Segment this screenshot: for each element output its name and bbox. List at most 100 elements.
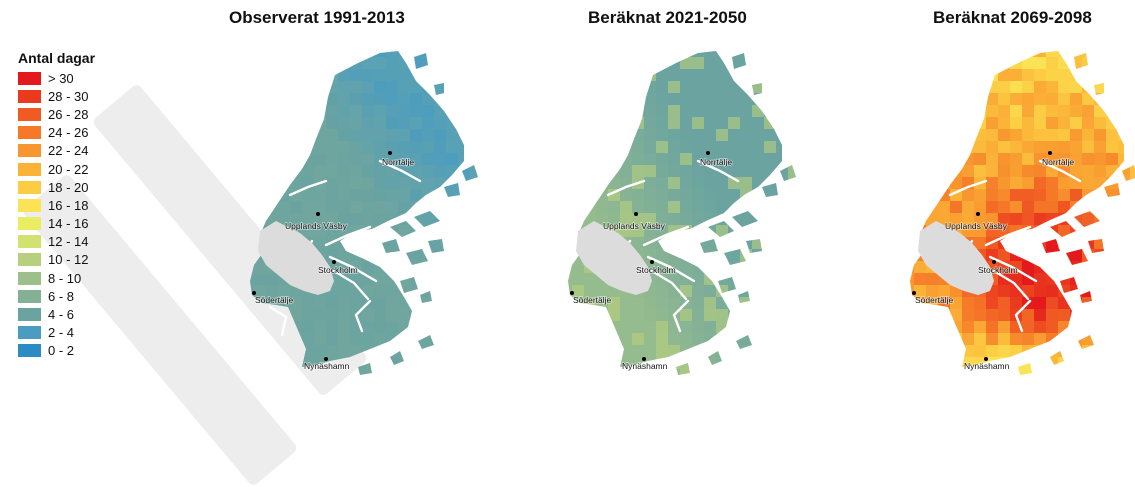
- grid-cell: [824, 129, 836, 141]
- grid-cell: [374, 69, 387, 82]
- grid-cell: [824, 237, 836, 249]
- water-channel: [672, 299, 690, 333]
- grid-cell: [890, 93, 902, 105]
- grid-cell: [656, 105, 669, 118]
- grid-cell: [728, 165, 741, 178]
- grid-cell: [434, 285, 447, 298]
- grid-cell: [470, 69, 478, 82]
- grid-cell: [910, 141, 915, 154]
- grid-cell: [1010, 357, 1023, 370]
- legend-item: 4 - 6: [18, 305, 95, 323]
- grid-cell: [1118, 357, 1131, 370]
- grid-cell: [1070, 141, 1083, 154]
- grid-cell: [998, 177, 1011, 190]
- grid-cell: [1118, 117, 1131, 130]
- grid-cell: [1058, 81, 1071, 94]
- grid-cell: [644, 129, 657, 142]
- grid-cell: [338, 51, 351, 58]
- grid-cell: [1106, 117, 1119, 130]
- grid-cell: [926, 273, 939, 286]
- grid-cell: [1010, 93, 1023, 106]
- grid-cell: [1070, 309, 1083, 322]
- grid-cell: [350, 249, 363, 262]
- grid-cell: [326, 345, 339, 358]
- grid-cell: [374, 237, 387, 250]
- grid-cell: [230, 57, 242, 69]
- grid-cell: [910, 249, 915, 262]
- grid-cell: [608, 297, 621, 310]
- grid-cell: [644, 297, 657, 310]
- grid-cell: [1070, 213, 1083, 226]
- grid-cell: [250, 117, 255, 130]
- grid-cell: [644, 225, 657, 238]
- grid-cell: [656, 321, 669, 334]
- grid-cell: [1094, 345, 1107, 358]
- grid-cell: [776, 237, 789, 250]
- grid-cell: [290, 297, 303, 310]
- grid-cell: [422, 249, 435, 262]
- grid-cell: [1058, 51, 1071, 58]
- grid-cell: [1034, 93, 1047, 106]
- grid-cell: [518, 93, 530, 105]
- grid-cell: [788, 237, 796, 250]
- grid-cell: [788, 141, 796, 154]
- legend-item: 26 - 28: [18, 105, 95, 123]
- grid-cell: [398, 69, 411, 82]
- grid-cell: [644, 177, 657, 190]
- grid-cell: [518, 57, 530, 69]
- grid-cell: [824, 309, 836, 321]
- grid-cell: [362, 321, 375, 334]
- grid-cell: [242, 381, 254, 393]
- grid-cell: [608, 381, 620, 393]
- grid-cell: [230, 249, 242, 261]
- legend-item: 28 - 30: [18, 87, 95, 105]
- grid-cell: [350, 345, 363, 358]
- grid-cell: [740, 273, 753, 286]
- grid-cell: [902, 381, 914, 393]
- grid-cell: [302, 297, 315, 310]
- grid-cell: [1058, 69, 1071, 82]
- grid-cell: [704, 249, 717, 262]
- grid-cell: [1118, 213, 1131, 226]
- grid-cell: [728, 51, 741, 58]
- grid-cell: [1022, 141, 1035, 154]
- grid-cell: [326, 297, 339, 310]
- grid-cell: [974, 189, 987, 202]
- grid-cell: [1046, 177, 1059, 190]
- grid-cell: [584, 321, 597, 334]
- grid-cell: [230, 81, 242, 93]
- grid-cell: [494, 45, 506, 57]
- grid-cell: [1082, 93, 1095, 106]
- legend-label: 22 - 24: [48, 143, 89, 159]
- grid-cell: [548, 333, 560, 345]
- grid-cell: [1034, 381, 1046, 393]
- grid-cell: [800, 153, 812, 165]
- grid-cell: [458, 273, 471, 286]
- grid-cell: [338, 297, 351, 310]
- grid-cell: [974, 165, 987, 178]
- grid-cell: [728, 129, 741, 142]
- grid-cell: [494, 117, 506, 129]
- grid-cell: [632, 93, 645, 106]
- grid-cell: [692, 309, 705, 322]
- grid-cell: [788, 81, 796, 94]
- grid-cell: [656, 249, 669, 262]
- grid-cell: [250, 309, 255, 322]
- grid-cell: [386, 201, 399, 214]
- water-channel: [288, 179, 328, 197]
- grid-cell: [836, 57, 848, 69]
- grid-cell: [374, 141, 387, 154]
- grid-cell: [704, 177, 717, 190]
- grid-cell: [680, 345, 693, 358]
- grid-cell: [740, 345, 753, 358]
- grid-cell: [560, 381, 572, 393]
- grid-cell: [518, 249, 530, 261]
- grid-cell: [506, 105, 518, 117]
- grid-cell: [278, 105, 291, 118]
- grid-cell: [290, 321, 303, 334]
- grid-cell: [716, 105, 729, 118]
- grid-cell: [1058, 189, 1071, 202]
- grid-cell: [548, 165, 560, 177]
- grid-cell: [836, 129, 848, 141]
- grid-cell: [572, 285, 585, 298]
